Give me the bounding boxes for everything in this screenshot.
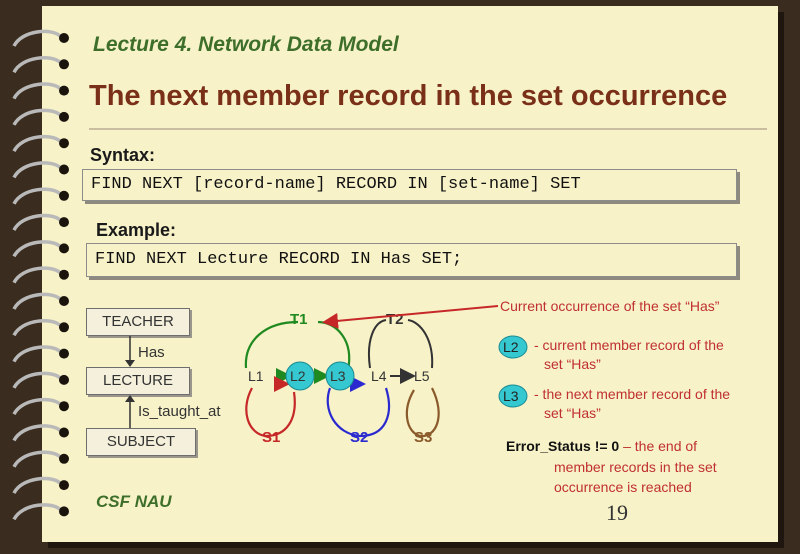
svg-text:L2: L2: [503, 339, 519, 355]
error-status-dash: – the end of: [619, 438, 698, 454]
spiral-ring: [12, 424, 62, 442]
spiral-ring: [12, 371, 62, 389]
spiral-ring: [12, 134, 62, 153]
spiral-ring: [12, 29, 62, 47]
schema-arrows: [125, 336, 135, 428]
spiral-hole: [59, 59, 69, 70]
spiral-hole: [59, 33, 69, 43]
spiral-hole: [59, 85, 69, 96]
spiral-ring: [12, 266, 62, 284]
s2-set-chain: [326, 387, 391, 438]
spiral-ring: [12, 240, 62, 258]
l2-badge-icon: L2: [498, 335, 528, 359]
s1-set-chain: [245, 387, 296, 438]
l2-description-cont: set “Has”: [544, 356, 601, 372]
lecture-record-box: LECTURE: [86, 367, 190, 395]
s2-label: S2: [350, 429, 368, 446]
footer-org: CSF NAU: [96, 492, 172, 511]
has-set-label: Has: [138, 344, 165, 361]
l3-description-cont: set “Has”: [544, 405, 601, 421]
error-status-note-line2: member records in the set: [554, 459, 717, 475]
spiral-ring: [12, 108, 62, 126]
page-number: 19: [606, 500, 628, 525]
s1-label: S1: [262, 429, 280, 446]
spiral-binding: [12, 29, 69, 521]
example-code-box: FIND NEXT Lecture RECORD IN Has SET;: [86, 243, 737, 277]
spiral-ring: [12, 82, 62, 100]
error-status-note: Error_Status != 0 – the end of: [506, 438, 697, 454]
spiral-hole: [59, 427, 69, 438]
t2-set-return: [407, 319, 434, 369]
page-title: The next member record in the set occurr…: [89, 80, 728, 112]
l3-label: L3: [330, 368, 346, 384]
is-taught-at-set-label: Is_taught_at: [138, 403, 221, 420]
lecture-title: Lecture 4. Network Data Model: [93, 33, 399, 56]
syntax-code-box: FIND NEXT [record-name] RECORD IN [set-n…: [82, 169, 737, 201]
title-divider: [89, 128, 767, 130]
spiral-ring: [12, 476, 62, 495]
spiral-hole: [59, 480, 69, 491]
subject-record-box: SUBJECT: [86, 428, 196, 456]
spiral-hole: [59, 296, 69, 306]
teacher-record-box: TEACHER: [86, 308, 190, 336]
spiral-hole: [59, 217, 69, 228]
network-diagram: T1 T2 L1 L2 L3 L4 L5 S1 S2 S3: [244, 305, 498, 446]
spiral-hole: [59, 269, 69, 280]
spiral-ring: [12, 503, 62, 521]
error-status-condition: Error_Status != 0: [506, 438, 620, 454]
s3-set-chain: [405, 387, 440, 438]
spiral-ring: [12, 213, 62, 232]
l2-description: - current member record of the: [534, 337, 724, 353]
spiral-ring: [12, 345, 62, 363]
spiral-ring: [12, 397, 62, 416]
spiral-ring: [12, 450, 62, 468]
spiral-hole: [59, 374, 69, 385]
spiral-hole: [59, 138, 69, 149]
t2-set-chain: [368, 319, 387, 369]
spiral-hole: [59, 111, 69, 122]
current-occurrence-pointer: [322, 305, 498, 329]
spiral-ring: [12, 187, 62, 205]
spiral-ring: [12, 161, 62, 179]
svg-text:L3: L3: [503, 388, 519, 404]
spiral-hole: [59, 348, 69, 359]
spiral-ring: [12, 318, 62, 337]
l2-label: L2: [290, 368, 306, 384]
spiral-hole: [59, 243, 69, 254]
l1-label: L1: [248, 368, 264, 384]
l5-label: L5: [414, 368, 430, 384]
l3-badge-icon: L3: [498, 384, 528, 408]
s3-label: S3: [414, 429, 432, 446]
l4-label: L4: [371, 368, 387, 384]
spiral-hole: [59, 164, 69, 175]
example-label: Example:: [96, 220, 177, 240]
t2-label: T2: [386, 311, 404, 328]
spiral-ring: [12, 292, 62, 310]
spiral-hole: [59, 322, 69, 333]
error-status-note-line3: occurrence is reached: [554, 479, 692, 495]
t1-set-chain: [244, 320, 299, 369]
spiral-hole: [59, 190, 69, 201]
t1-label: T1: [290, 311, 308, 328]
spiral-ring: [12, 55, 62, 74]
l3-description: - the next member record of the: [534, 386, 731, 402]
l2-node-highlight: [285, 361, 315, 391]
l3-node-highlight: [325, 361, 355, 391]
current-occurrence-note: Current occurrence of the set “Has”: [500, 298, 720, 314]
spiral-hole: [59, 453, 69, 464]
syntax-label: Syntax:: [90, 145, 156, 165]
spiral-hole: [59, 506, 69, 517]
spiral-hole: [59, 401, 69, 412]
